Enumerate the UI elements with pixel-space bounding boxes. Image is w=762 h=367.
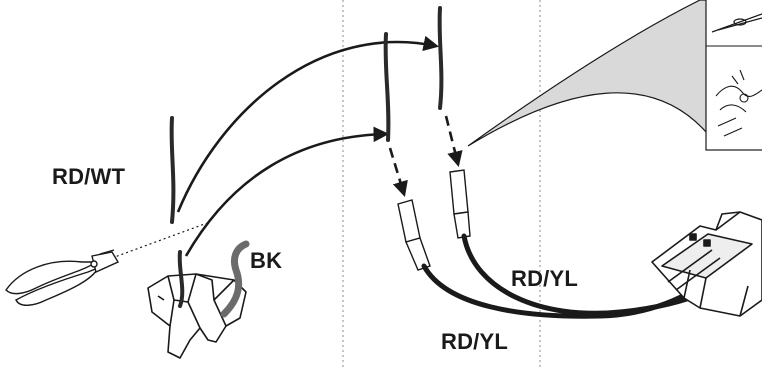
butt-splice-connector-icon — [397, 169, 471, 271]
black-wire-grey-loop — [220, 240, 250, 318]
zoom-detail-wire-icon — [711, 13, 762, 33]
wire-segment-lower — [383, 32, 391, 142]
label-red-yellow-upper: RD/YL — [511, 266, 578, 291]
dashed-arrow-lower — [388, 147, 408, 197]
zoom-detail-crimp-icon — [715, 69, 762, 137]
old-plug-connector-icon — [147, 273, 247, 359]
zoom-callout — [467, 0, 762, 151]
black-wire — [177, 250, 185, 308]
arrow-bk-to-lower — [184, 126, 390, 257]
red-white-wire — [169, 116, 176, 224]
label-red-white: RD/WT — [52, 164, 126, 189]
arrow-rdwt-to-upper — [176, 35, 440, 213]
red-yellow-wire-upper — [461, 233, 717, 316]
dashed-arrow-upper — [444, 115, 463, 168]
label-black: BK — [250, 248, 283, 273]
label-red-yellow-lower: RD/YL — [441, 329, 508, 354]
wire-segment-upper — [437, 6, 444, 110]
diagonal-cutter-pliers-icon — [5, 249, 120, 306]
harness-connector-icon — [651, 211, 762, 317]
